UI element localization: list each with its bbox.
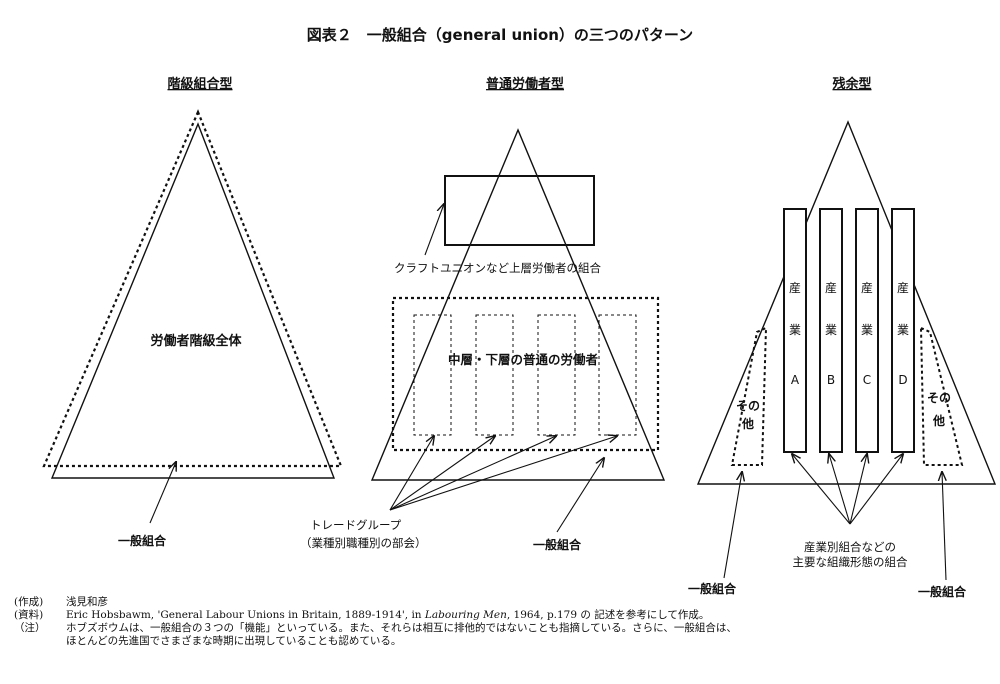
note-source-pre: Eric Hobsbawm, 'General Labour Unions in…: [66, 609, 425, 621]
arrow-general-union-right-right: [942, 472, 946, 581]
label-other-right-line1: その: [927, 391, 951, 405]
ordinary-workers-dotted-box: [391, 296, 660, 452]
note-author: 浅見和彦: [66, 596, 108, 608]
arrow-trade-group-3: [389, 436, 556, 511]
arrow-trade-group-2: [389, 436, 495, 511]
label-other-left-line1: その: [736, 399, 760, 413]
note-source: Eric Hobsbawm, 'General Labour Unions in…: [66, 609, 994, 622]
industry-c-letter: C: [863, 373, 871, 387]
other-dotted-left: [730, 326, 768, 466]
panel-residual: 残余型 産 業 A 産 業 B 産 業 C 産 業 D その 他 その 他 産業…: [688, 76, 997, 599]
ordinary-triangle: [370, 128, 666, 481]
industry-d-char2: 業: [897, 323, 909, 337]
trade-group-box-4: [598, 314, 637, 436]
craft-union-box: [444, 175, 595, 246]
label-other-left-line2: 他: [741, 416, 754, 431]
note-source-key: (資料): [14, 609, 44, 621]
industry-b-char1: 産: [825, 280, 837, 295]
heading-ordinary-worker: 普通労働者型: [486, 76, 564, 92]
arrow-trade-group-1: [389, 436, 434, 511]
label-general-union-right-right: 一般組合: [918, 584, 967, 599]
industry-a-char2: 業: [789, 323, 801, 337]
label-other-right-line2: 他: [932, 413, 945, 428]
industry-d-char1: 産: [897, 280, 909, 295]
label-general-union-middle: 一般組合: [533, 537, 582, 552]
industry-c-char1: 産: [861, 280, 873, 295]
arrow-general-union-right-left: [723, 472, 742, 579]
footnotes: (作成) 浅見和彦 (資料) Eric Hobsbawm, 'General L…: [14, 596, 994, 648]
industry-b-letter: B: [827, 373, 835, 387]
industry-b-char2: 業: [825, 323, 837, 337]
note-source-post: , 1964, p.179 の 記述を参考にして作成。: [506, 609, 710, 621]
note-comment-key: （注）: [14, 622, 46, 634]
note-author-key: (作成): [14, 596, 44, 608]
industry-d-letter: D: [898, 373, 907, 387]
panel-ordinary-worker: 普通労働者型 クラフトユニオンなど上層労働者の組合 中層・下層の普通の労働者 ト…: [300, 76, 666, 552]
label-industrial-unions-1: 産業別組合などの: [804, 540, 896, 554]
industry-a-char1: 産: [789, 280, 801, 295]
note-comment-row: （注） ホブズボウムは、一般組合の３つの「機能」といっている。また、それらは相互…: [14, 622, 994, 635]
arrow-industry-a: [792, 454, 851, 525]
label-whole-working-class: 労働者階級全体: [150, 333, 242, 349]
arrow-general-union-middle: [556, 458, 604, 533]
note-comment-line1: ホブズボウムは、一般組合の３つの「機能」といっている。また、それらは相互に排他的…: [66, 622, 737, 634]
label-craft-union: クラフトユニオンなど上層労働者の組合: [394, 261, 601, 275]
figure-title: 図表２ 一般組合（general union）の三つのパターン: [307, 26, 693, 44]
heading-class-union: 階級組合型: [167, 76, 232, 92]
trade-group-box-2: [475, 314, 514, 436]
trade-group-box-1: [413, 314, 452, 436]
note-source-italic: Labouring Men: [424, 609, 507, 621]
note-comment-line2: ほとんどの先進国でさまざまな時期に出現していることも認めている。: [66, 635, 402, 647]
arrow-craft-union: [424, 204, 444, 256]
class-triangle: [50, 122, 336, 479]
industry-a-letter: A: [791, 373, 800, 387]
label-trade-group-detail: （業種別職種別の部会）: [300, 536, 427, 550]
label-industrial-unions-2: 主要な組織形態の組合: [793, 555, 908, 569]
panel-class-union: 階級組合型 労働者階級全体 一般組合: [42, 76, 343, 548]
heading-residual: 残余型: [832, 76, 871, 92]
arrow-industry-d: [849, 454, 903, 525]
note-source-row: (資料) Eric Hobsbawm, 'General Labour Unio…: [14, 609, 994, 622]
general-union-dotted-outline: [42, 109, 343, 468]
arrow-trade-group-4: [389, 436, 617, 511]
industry-c-char2: 業: [861, 323, 873, 337]
trade-group-box-3: [537, 314, 576, 436]
label-trade-group: トレードグループ: [310, 518, 402, 532]
arrow-industry-c: [849, 454, 867, 525]
residual-triangle: [696, 120, 997, 485]
label-ordinary-workers: 中層・下層の普通の労働者: [448, 352, 599, 367]
note-author-row: (作成) 浅見和彦: [14, 596, 994, 609]
arrow-general-union-left: [149, 462, 176, 524]
label-general-union-right-left: 一般組合: [688, 581, 737, 596]
arrow-industry-b: [829, 454, 851, 525]
other-dotted-right: [919, 326, 964, 466]
label-general-union-left: 一般組合: [118, 533, 167, 548]
